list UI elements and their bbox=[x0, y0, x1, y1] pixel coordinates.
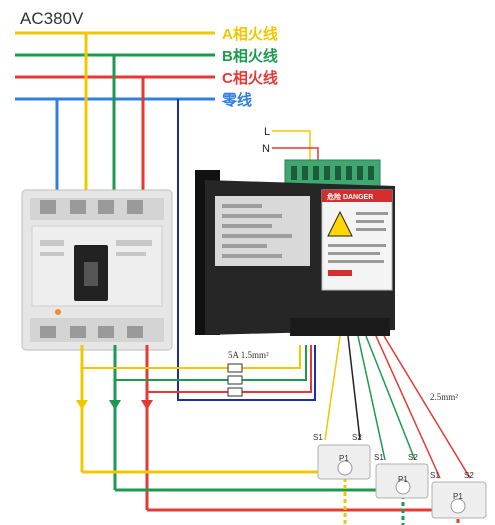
circuit-breaker bbox=[21, 189, 173, 351]
aux-wire-l bbox=[272, 130, 311, 172]
line-label-b: B相火线 bbox=[222, 47, 278, 65]
fuse-block bbox=[227, 363, 243, 397]
ct-wire-b-s1 bbox=[357, 335, 386, 461]
ct-wire-c-s2 bbox=[383, 335, 471, 479]
line-label-c: C相火线 bbox=[222, 69, 278, 87]
ct-wire-b-s2 bbox=[365, 335, 416, 461]
arrow-down-icon bbox=[141, 400, 153, 410]
ct-wire-a-s1 bbox=[324, 335, 341, 441]
wire-neutral-meter bbox=[177, 99, 316, 401]
sense-wire-b bbox=[115, 345, 307, 381]
svg-text:S1: S1 bbox=[430, 471, 440, 480]
svg-text:S1: S1 bbox=[374, 453, 384, 462]
arrow-down-icon bbox=[76, 400, 88, 410]
svg-text:P1: P1 bbox=[453, 492, 463, 501]
ct-wire-c-s1 bbox=[375, 335, 441, 479]
svg-text:S2: S2 bbox=[352, 433, 362, 442]
line-label-a: A相火线 bbox=[222, 25, 278, 43]
svg-text:S2: S2 bbox=[464, 471, 474, 480]
aux-l-label: L bbox=[264, 126, 270, 138]
line-label-n: 零线 bbox=[221, 91, 252, 109]
aux-n-label: N bbox=[262, 143, 270, 155]
svg-text:P1: P1 bbox=[339, 454, 349, 463]
power-meter: 危险 DANGER bbox=[195, 159, 395, 336]
svg-text:P1: P1 bbox=[398, 475, 408, 484]
current-transformer-c: S1 S2 P1 bbox=[430, 471, 487, 519]
ct-wire-a-s2 bbox=[347, 335, 361, 441]
ct-wire-spec-label: 2.5mm² bbox=[430, 392, 458, 402]
danger-label-text: 危险 DANGER bbox=[326, 192, 373, 201]
fuse-spec-label: 5A 1.5mm² bbox=[228, 350, 269, 360]
svg-text:S1: S1 bbox=[313, 433, 323, 442]
warning-icon bbox=[327, 210, 353, 237]
sense-wire-c bbox=[147, 345, 312, 393]
supply-title: AC380V bbox=[20, 9, 84, 28]
current-transformer-b: S1 S2 P1 bbox=[374, 453, 429, 499]
sense-wire-a bbox=[82, 345, 301, 369]
svg-text:S2: S2 bbox=[408, 453, 418, 462]
arrow-down-icon bbox=[109, 400, 121, 410]
meter-bottom-terminals bbox=[290, 318, 390, 336]
current-transformer-a: S1 S2 P1 bbox=[313, 433, 371, 480]
